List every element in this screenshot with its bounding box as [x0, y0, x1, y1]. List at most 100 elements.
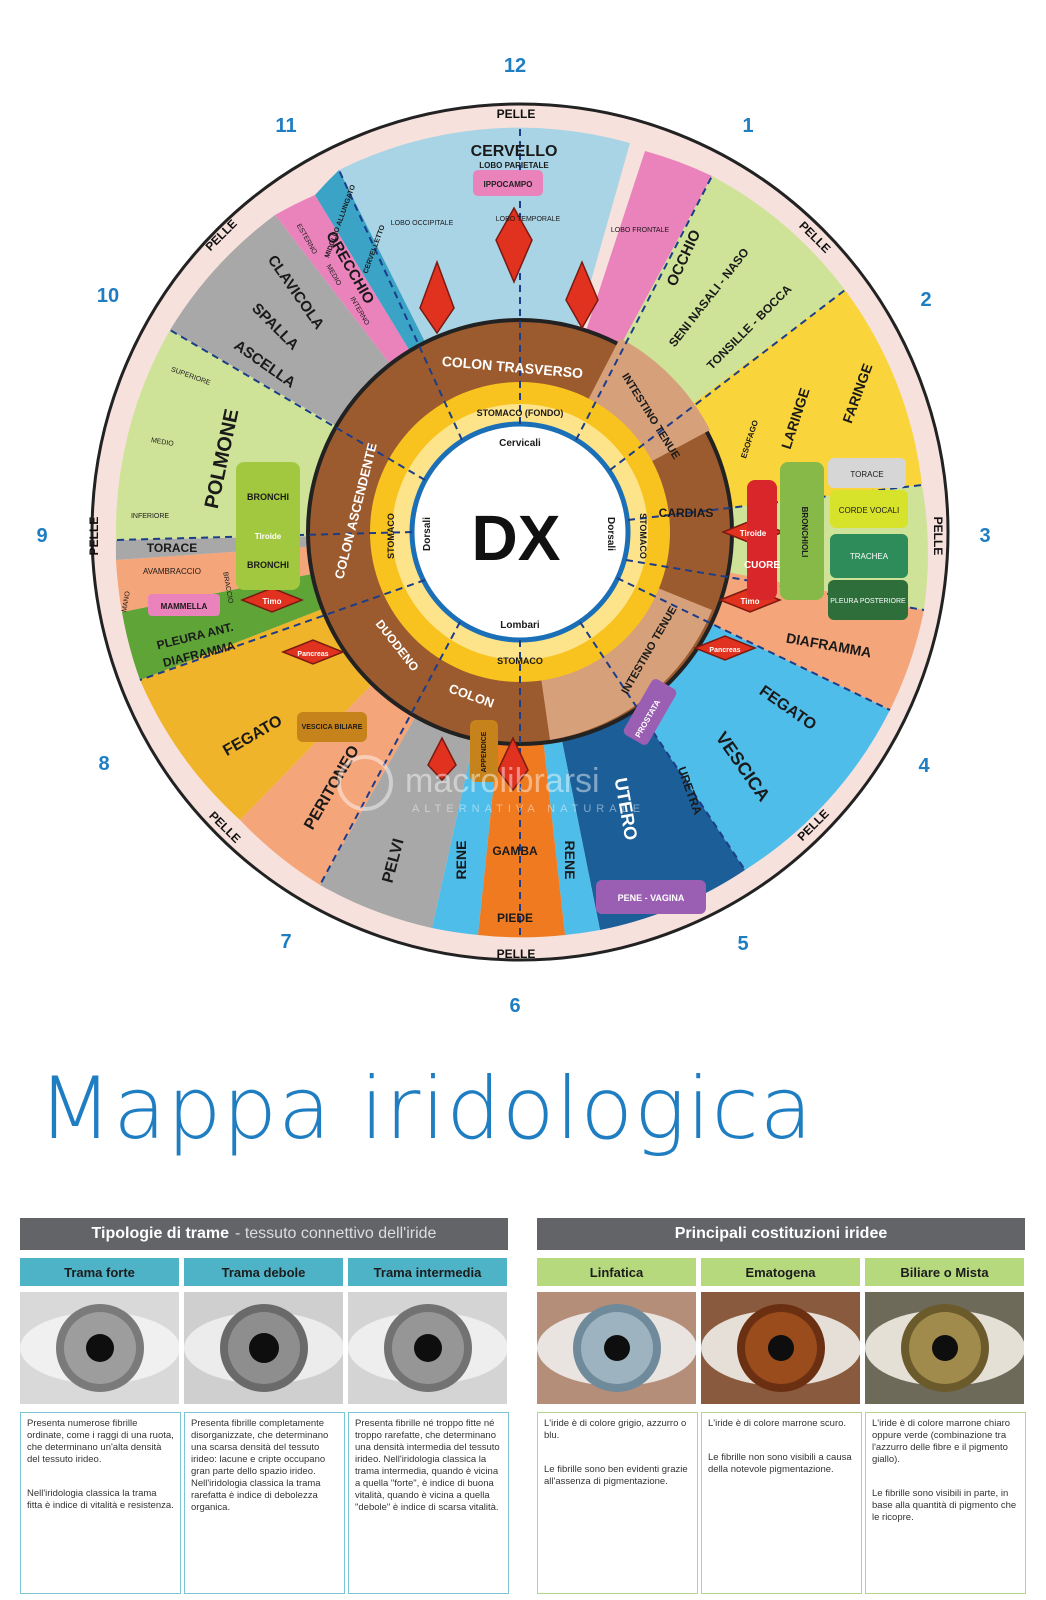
- costituzione-desc-biliare: L'iride è di colore marrone chiaro oppur…: [865, 1412, 1026, 1594]
- costituzione-col-biliare: Biliare o Mista L'iride è di colore marr…: [865, 1258, 1026, 1594]
- trame-panel: Tipologie di trame - tessuto connettivo …: [20, 1218, 509, 1594]
- pancreas-marker-l: [280, 639, 346, 665]
- eye-photo-linfatica: [537, 1292, 696, 1404]
- label-pene-vagina: PENE - VAGINA: [618, 893, 685, 903]
- label-cardias: CARDIAS: [659, 506, 714, 520]
- label-rene-l: RENE: [453, 841, 469, 880]
- label-lombari: Lombari: [500, 620, 540, 631]
- label-inferiore: INFERIORE: [131, 513, 169, 520]
- pelle-bottom: PELLE: [497, 947, 536, 961]
- label-torace-r: TORACE: [850, 470, 883, 479]
- eye-photo-debole: [184, 1292, 343, 1404]
- trame-header: Tipologie di trame - tessuto connettivo …: [20, 1218, 508, 1250]
- pelle-top: PELLE: [497, 107, 536, 121]
- label-ippocampo: IPPOCAMPO: [484, 180, 533, 189]
- label-bronchioli: BRONCHIOLI: [800, 507, 809, 558]
- label-trachea: TRACHEA: [850, 552, 889, 561]
- label-pleura-posteriore: PLEURA POSTERIORE: [830, 598, 906, 605]
- side-label: DX: [472, 502, 561, 574]
- costituzione-desc-linfatica: L'iride è di colore grigio, azzurro o bl…: [537, 1412, 698, 1594]
- trame-desc-debole: Presenta fibrille completamente disorgan…: [184, 1412, 345, 1594]
- watermark-logo-icon: [337, 755, 393, 811]
- eye-photo-ematogena: [701, 1292, 860, 1404]
- label-mano: MANO: [121, 590, 132, 612]
- mammella-box: [148, 594, 220, 616]
- label-lobo-occipitale: LOBO OCCIPITALE: [391, 220, 454, 227]
- label-corde-vocali: CORDE VOCALI: [839, 506, 899, 515]
- eye-photo-forte: [20, 1292, 179, 1404]
- watermark-tagline: ALTERNATIVA NATURALE: [412, 803, 645, 815]
- label-torace-l: TORACE: [147, 541, 197, 555]
- trame-col-label: Trama debole: [184, 1258, 343, 1286]
- trame-heading: Tipologie di trame: [91, 1225, 230, 1242]
- trame-desc-text1: Presenta fibrille completamente disorgan…: [191, 1418, 329, 1513]
- costituzione-col-ematogena: Ematogena L'iride è di colore marrone sc…: [701, 1258, 862, 1594]
- costituzione-desc-text1: L'iride è di colore marrone scuro.: [708, 1418, 847, 1429]
- label-vescica-biliare: VESCICA BILIARE: [302, 724, 363, 731]
- label-gamba: GAMBA: [492, 844, 538, 858]
- clock-11: 11: [275, 115, 296, 137]
- timo-marker-l: [239, 587, 305, 613]
- appendice-marker: [497, 736, 529, 792]
- clock-9: 9: [36, 525, 47, 547]
- label-pancreas-r: Pancreas: [709, 647, 740, 654]
- bronchioli-box: [780, 462, 824, 600]
- label-medio-polmone: MEDIO: [150, 437, 174, 448]
- label-avambraccio: AVAMBRACCIO: [143, 567, 201, 576]
- clock-1: 1: [742, 115, 753, 137]
- trame-subheading: - tessuto connettivo dell'iride: [235, 1225, 437, 1242]
- trame-desc-text1: Presenta numerose fibrille ordinate, com…: [27, 1418, 174, 1465]
- costituzioni-panel: Principali costituzioni iridee Linfatica…: [537, 1218, 1026, 1594]
- label-cuore: CUORE: [744, 560, 780, 571]
- costituzioni-header: Principali costituzioni iridee: [537, 1218, 1025, 1250]
- label-lobo-temporale: LOBO TEMPORALE: [496, 216, 561, 223]
- sector-dividers: [115, 127, 925, 935]
- trame-desc-intermedia: Presenta fibrille né troppo fitte né tro…: [348, 1412, 509, 1594]
- torace-r-box: [828, 458, 906, 488]
- epifisi-marker: [419, 259, 455, 335]
- appendice-box: [470, 720, 498, 782]
- trame-desc-text2: Nell'iridologia classica la trama fitta …: [27, 1488, 174, 1511]
- pelle-left: PELLE: [87, 517, 101, 556]
- clock-2: 2: [920, 289, 931, 311]
- costituzione-col-label: Linfatica: [537, 1258, 696, 1286]
- label-piede: PIEDE: [497, 911, 533, 925]
- costituzioni-heading: Principali costituzioni iridee: [674, 1225, 888, 1242]
- trame-col-debole: Trama debole Presenta fibrille completam…: [184, 1258, 345, 1594]
- eye-photo-intermedia: [348, 1292, 507, 1404]
- clock-3: 3: [979, 525, 990, 547]
- costituzione-desc-text2: Le fibrille sono visibili in parte, in b…: [872, 1488, 1017, 1523]
- label-cervicali: Cervicali: [499, 438, 541, 449]
- pene-vagina-box: [596, 880, 706, 914]
- trame-col-forte: Trama forte Presenta numerose fibrille o…: [20, 1258, 181, 1594]
- clock-numbers: 12 1 2 3 4 5 6 7 8 9 10 11: [36, 55, 990, 1017]
- costituzione-col-label: Biliare o Mista: [865, 1258, 1024, 1286]
- label-bronchi-b: BRONCHI: [247, 560, 289, 570]
- trame-col-label: Trama forte: [20, 1258, 179, 1286]
- costituzione-col-label: Ematogena: [701, 1258, 860, 1286]
- label-dorsali-right: Dorsali: [605, 517, 616, 551]
- label-appendice: APPENDICE: [481, 731, 488, 772]
- corde-vocali-box: [830, 490, 908, 528]
- costituzione-desc-text2: Le fibrille non sono visibili a causa de…: [708, 1452, 852, 1475]
- bronchi-box: [236, 462, 300, 590]
- label-dorsali-left: Dorsali: [422, 517, 433, 551]
- ipofisi-marker: [565, 260, 599, 330]
- label-mammella: MAMMELLA: [161, 602, 208, 611]
- clock-6: 6: [509, 995, 520, 1017]
- label-stomaco-right: STOMACO: [638, 513, 648, 559]
- ipotalamo-marker: [495, 206, 533, 284]
- label-stomaco-fondo: STOMACO (FONDO): [477, 408, 564, 418]
- label-tiroide-r: Tiroide: [740, 529, 767, 538]
- label-stomaco-left: STOMACO: [386, 513, 396, 559]
- label-bronchi-a: BRONCHI: [247, 492, 289, 502]
- watermark-brand: macrolibrarsi: [405, 762, 600, 800]
- costituzione-desc-text2: Le fibrille sono ben evidenti grazie all…: [544, 1464, 688, 1487]
- pancreas-marker-r: [692, 635, 758, 661]
- watermark: macrolibrarsi ALTERNATIVA NATURALE: [337, 755, 645, 815]
- trame-col-label: Trama intermedia: [348, 1258, 507, 1286]
- label-cervello: CERVELLO: [471, 143, 558, 160]
- pelle-right: PELLE: [931, 517, 945, 556]
- label-stomaco-bottom: STOMACO: [497, 656, 543, 666]
- clock-12: 12: [504, 55, 526, 77]
